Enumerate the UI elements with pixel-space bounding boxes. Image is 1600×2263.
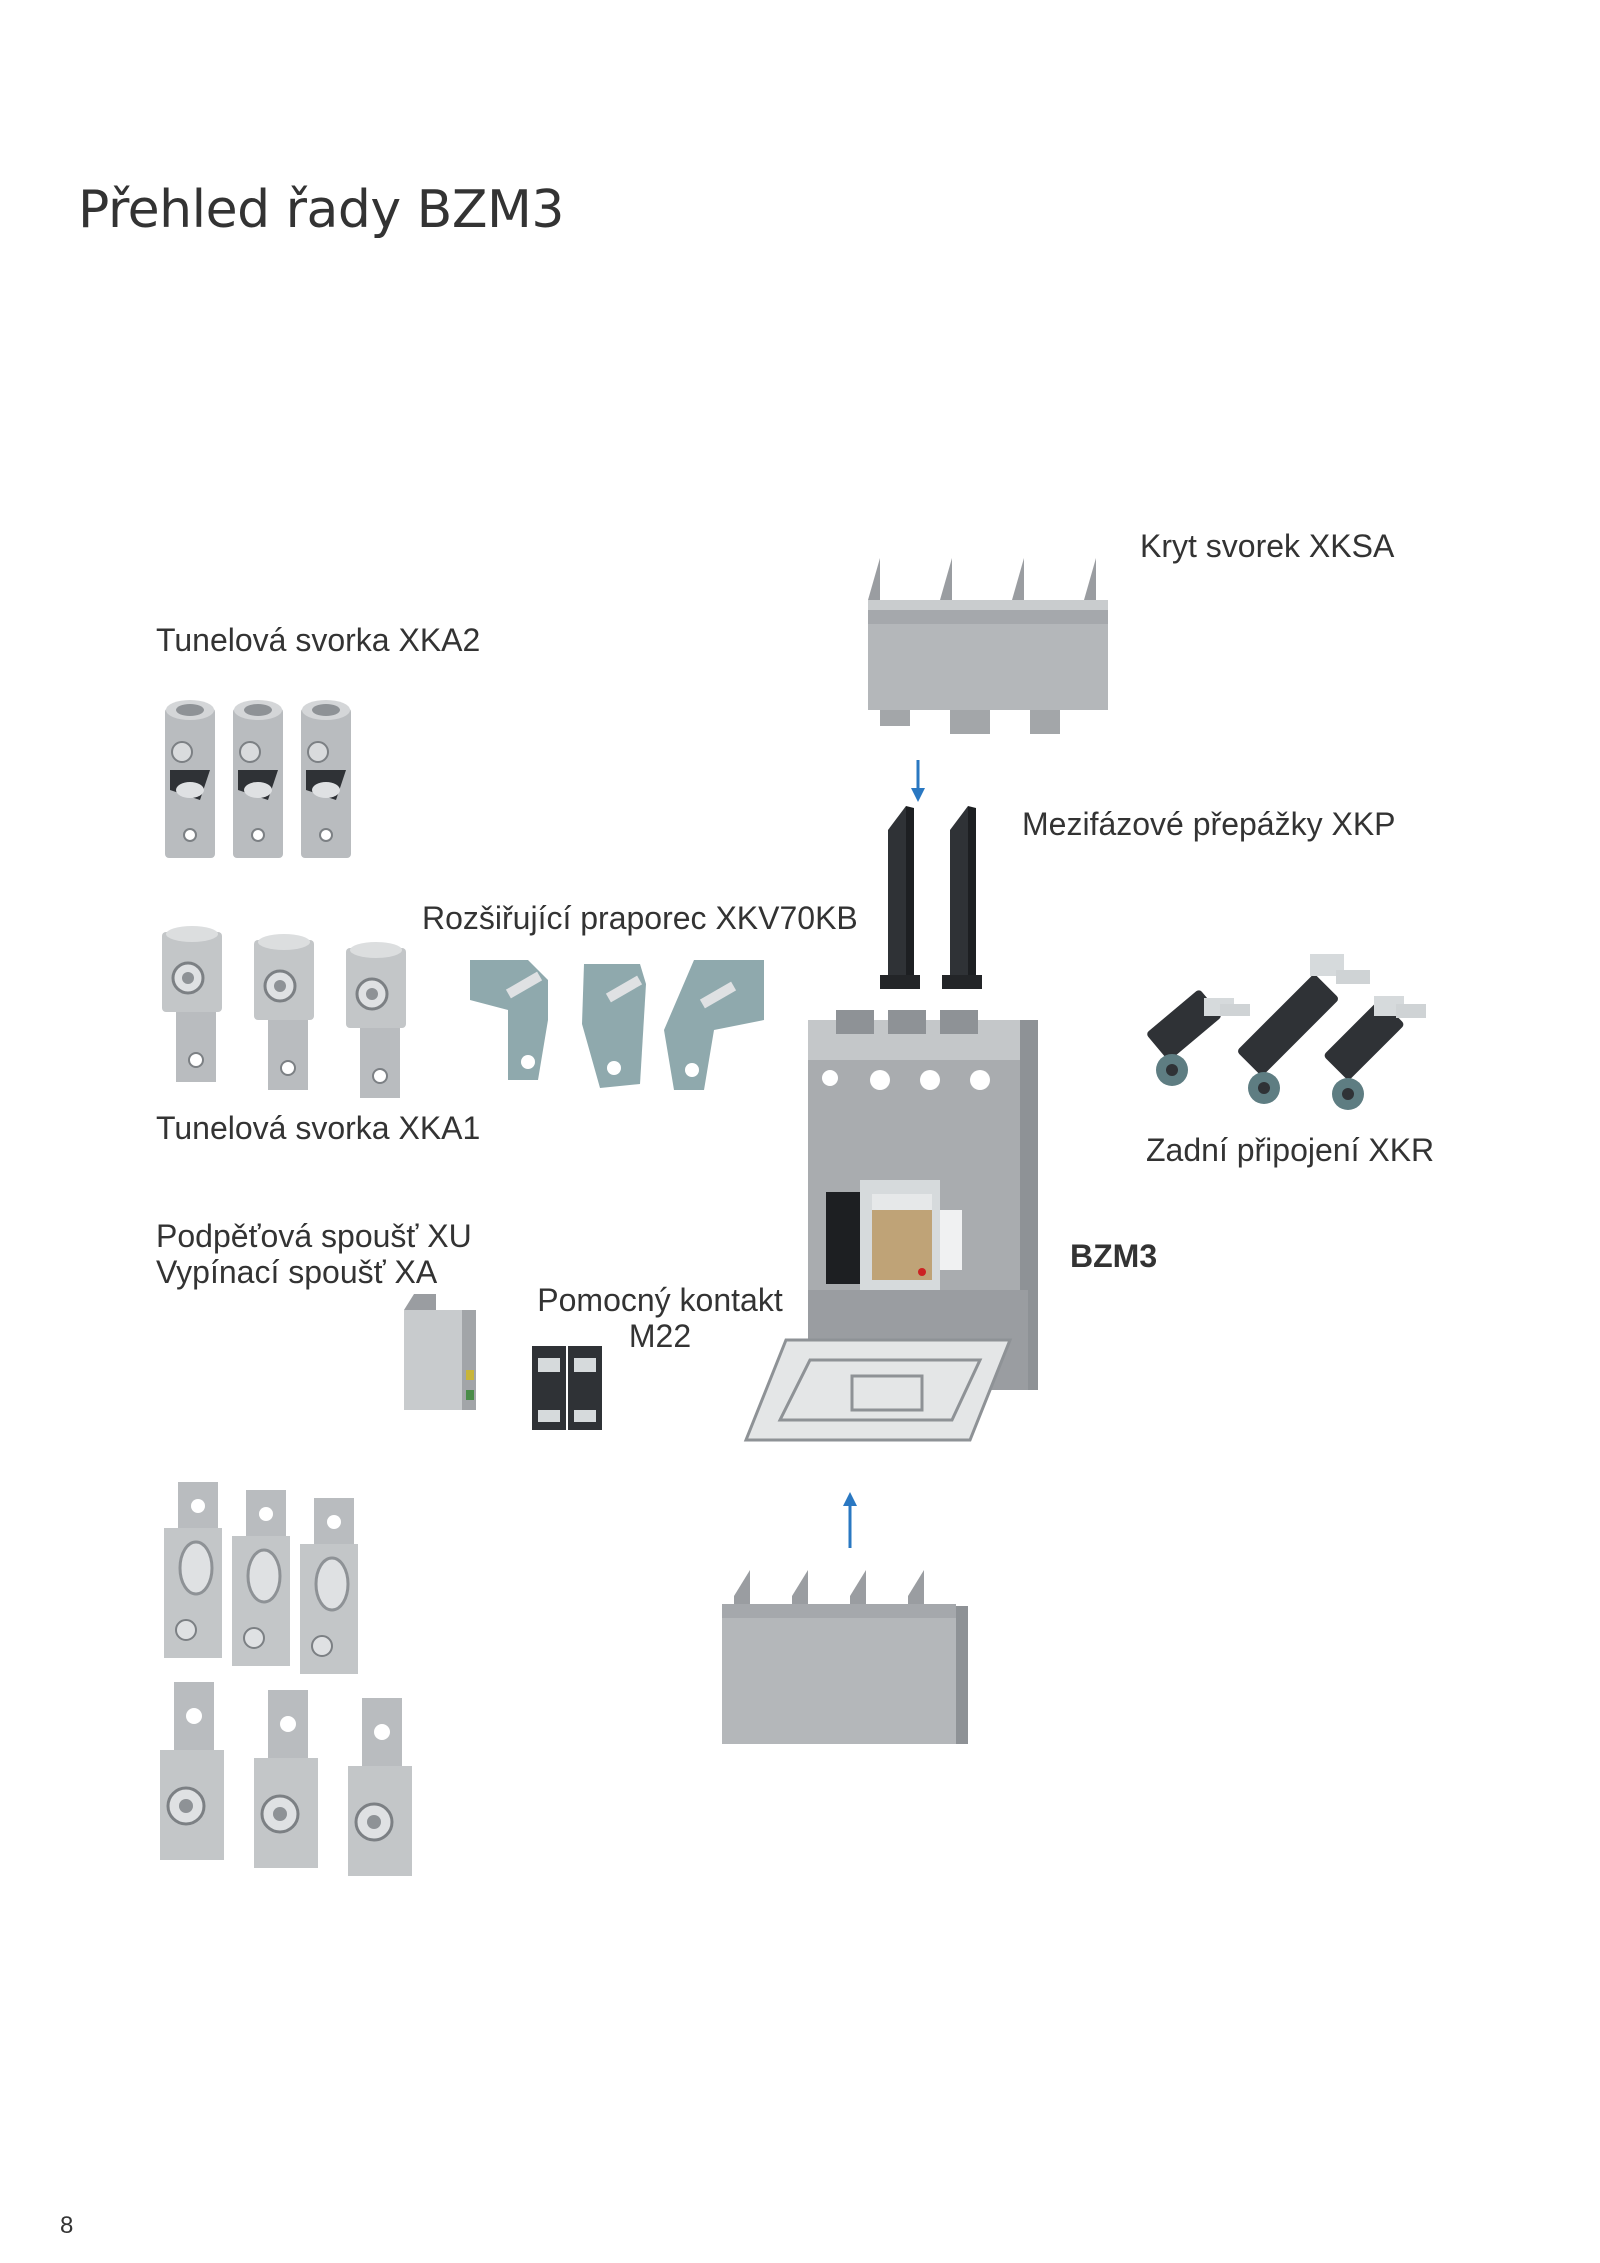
label-xu: Podpěťová spoušť XU <box>156 1218 472 1254</box>
extension-flag-xkv70kb <box>470 960 764 1090</box>
angled-terminals <box>164 1482 358 1674</box>
tunnel-terminal-xka2 <box>165 700 351 858</box>
arrow-up-icon <box>843 1492 857 1548</box>
label-kryt-svorek: Kryt svorek XKSA <box>1140 528 1395 564</box>
terminal-cover-bottom <box>722 1570 968 1744</box>
label-m22-line2: M22 <box>628 1318 692 1354</box>
tunnel-terminal-xka1 <box>162 926 406 1098</box>
label-xa: Vypínací spoušť XA <box>156 1254 438 1290</box>
auxiliary-contact-m22 <box>532 1346 602 1430</box>
rear-connection-xkr <box>1147 954 1426 1110</box>
label-m22: Pomocný kontakt M22 <box>530 1282 790 1354</box>
label-xkp: Mezifázové přepážky XKP <box>1022 806 1396 842</box>
label-xkv70kb: Rozšiřující praporec XKV70KB <box>422 900 858 936</box>
terminal-cover-top <box>868 558 1108 734</box>
circuit-breaker-bzm3 <box>743 1010 1038 1442</box>
page-number: 8 <box>60 2212 74 2239</box>
page-title: Přehled řady BZM3 <box>78 180 564 240</box>
phase-barriers <box>880 806 982 989</box>
label-m22-line1: Pomocný kontakt <box>537 1282 783 1318</box>
label-bzm3: BZM3 <box>1070 1238 1158 1274</box>
arrow-down-icon <box>911 760 925 802</box>
label-xka2: Tunelová svorka XKA2 <box>156 622 481 658</box>
straight-terminals <box>160 1682 412 1876</box>
label-xkr: Zadní připojení XKR <box>1146 1132 1435 1168</box>
undervoltage-release <box>404 1294 476 1410</box>
label-xka1: Tunelová svorka XKA1 <box>156 1110 481 1146</box>
